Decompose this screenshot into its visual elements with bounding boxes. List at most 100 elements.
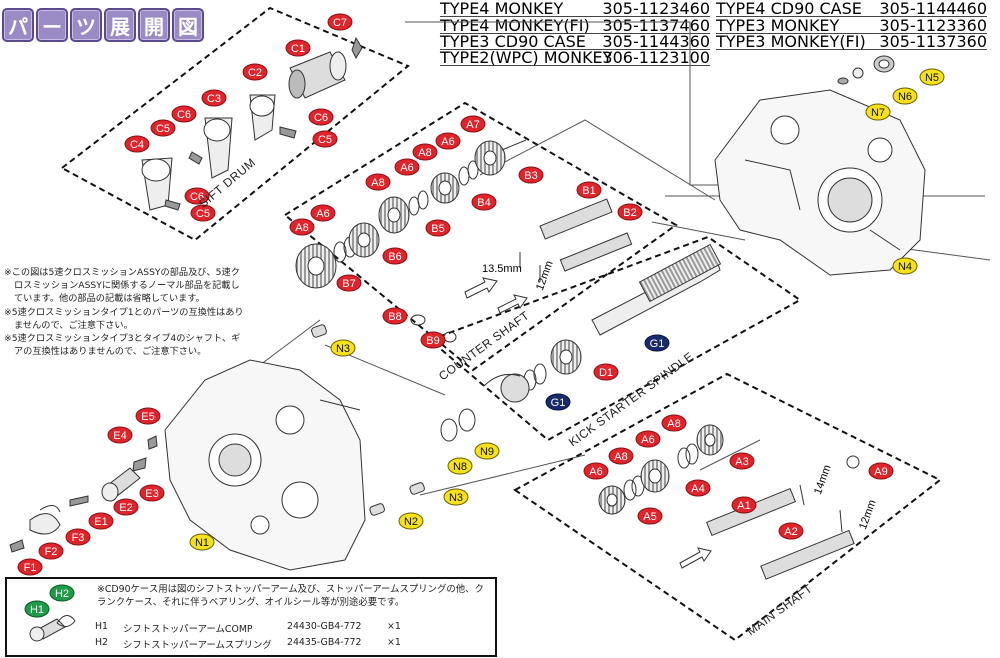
callout-yellow: N4	[892, 257, 918, 275]
callout-red: F3	[65, 528, 91, 546]
callout-label: F1	[24, 562, 37, 574]
callout-label: A3	[735, 456, 748, 468]
callout-label: N7	[871, 107, 885, 119]
callout-label: N9	[480, 446, 494, 458]
callout-group: C7C1C2C3C6C5C4C6C5C6C5A7A6A8B3A6B4A8B5A6…	[17, 13, 945, 576]
callout-label: B8	[388, 311, 401, 323]
stopper-arm-illustration: H1 H2	[24, 584, 76, 642]
callout-red: C7	[327, 13, 353, 31]
callout-label: C3	[207, 93, 221, 105]
callout-label: G1	[650, 338, 665, 350]
dimension-label: 13.5mm	[482, 263, 522, 275]
svg-text:H2: H2	[55, 588, 69, 600]
callout-yellow: N2	[398, 512, 424, 530]
counter-shaft-gears	[295, 139, 633, 343]
callout-label: B7	[342, 278, 355, 290]
callout-red: D1	[593, 363, 619, 381]
callout-label: A6	[589, 466, 602, 478]
counter-shaft-box	[283, 101, 678, 372]
callout-label: A6	[441, 136, 454, 148]
callout-label: C5	[318, 134, 332, 146]
callout-red: C1	[285, 39, 311, 57]
callout-red: A2	[778, 522, 804, 540]
callout-red: C6	[171, 105, 197, 123]
callout-label: F2	[45, 546, 58, 558]
callout-red: A8	[412, 143, 438, 161]
callout-red: C5	[312, 130, 338, 148]
callout-label: N2	[404, 516, 418, 528]
page-title: パ ー ツ 展 開 図	[2, 8, 204, 42]
callout-red: A8	[661, 414, 687, 432]
shift-drum-parts	[141, 36, 363, 211]
callout-red: E4	[107, 426, 133, 444]
callout-yellow: N7	[865, 103, 891, 121]
note-text: ※5速クロスミッションタイプ3とタイプ4のシャフト、ギアの互換性はありませんので…	[4, 333, 241, 358]
callout-label: A7	[466, 119, 479, 131]
callout-label: A8	[295, 222, 308, 234]
callout-red: A8	[365, 173, 391, 191]
callout-red: A4	[685, 479, 711, 497]
cd90-parts-box: H1 H2 ※CD90ケース用は図のシフトストッパーアーム及び、ストッパーアーム…	[5, 577, 497, 657]
callout-red: C2	[242, 63, 268, 81]
callout-red: B7	[336, 274, 362, 292]
callout-yellow: N3	[330, 339, 356, 357]
callout-label: N3	[449, 492, 463, 504]
dowel-pins	[311, 324, 476, 516]
main-shaft-gears	[598, 424, 860, 580]
callout-red: C3	[201, 89, 227, 107]
callout-label: B2	[623, 207, 636, 219]
callout-red: B1	[576, 181, 602, 199]
compatibility-notes: ※この図は5速クロスミッションASSYの部品及び、5速クロスミッションASSYに…	[4, 266, 244, 358]
callout-red: B5	[425, 219, 451, 237]
callout-red: A7	[460, 115, 486, 133]
callout-red: A8	[289, 218, 315, 236]
callout-label: C6	[314, 112, 328, 124]
callout-red: C5	[150, 119, 176, 137]
callout-yellow: N1	[189, 533, 215, 551]
callout-label: E2	[119, 502, 132, 514]
callout-label: A8	[667, 418, 680, 430]
callout-label: A1	[737, 500, 750, 512]
callout-red: A9	[868, 462, 894, 480]
callout-red: C6	[308, 108, 334, 126]
callout-label: E3	[145, 488, 158, 500]
callout-label: E5	[141, 411, 154, 423]
direction-arrows	[464, 277, 712, 569]
callout-navy: G1	[545, 393, 571, 411]
callout-label: C1	[291, 43, 305, 55]
callout-label: B4	[477, 197, 490, 209]
callout-label: C7	[333, 17, 347, 29]
callout-yellow: N3	[443, 488, 469, 506]
callout-h1: H1	[24, 600, 50, 618]
shift-arm-parts	[9, 435, 158, 553]
callout-red: B3	[518, 166, 544, 184]
callout-label: N5	[925, 72, 939, 84]
callout-red: C6	[184, 187, 210, 205]
callout-red: C5	[190, 204, 216, 222]
callout-red: E3	[139, 484, 165, 502]
dimension-marks	[519, 252, 843, 533]
callout-label: N1	[195, 537, 209, 549]
callout-label: C6	[190, 191, 204, 203]
callout-red: A1	[731, 496, 757, 514]
callout-label: A8	[614, 451, 627, 463]
callout-label: C5	[156, 123, 170, 135]
callout-label: N3	[336, 343, 350, 355]
callout-red: C4	[124, 135, 150, 153]
callout-red: B8	[382, 307, 408, 325]
callout-red: B4	[471, 193, 497, 211]
callout-red: E5	[135, 407, 161, 425]
svg-text:H1: H1	[30, 604, 44, 616]
callout-label: A6	[641, 434, 654, 446]
title-char: ー	[36, 8, 68, 42]
callout-label: A2	[784, 526, 797, 538]
note-text: ※この図は5速クロスミッションASSYの部品及び、5速クロスミッションASSYに…	[4, 267, 240, 305]
callout-label: C4	[130, 139, 144, 151]
callout-yellow: N5	[919, 68, 945, 86]
callout-red: A8	[608, 447, 634, 465]
callout-red: A6	[635, 430, 661, 448]
